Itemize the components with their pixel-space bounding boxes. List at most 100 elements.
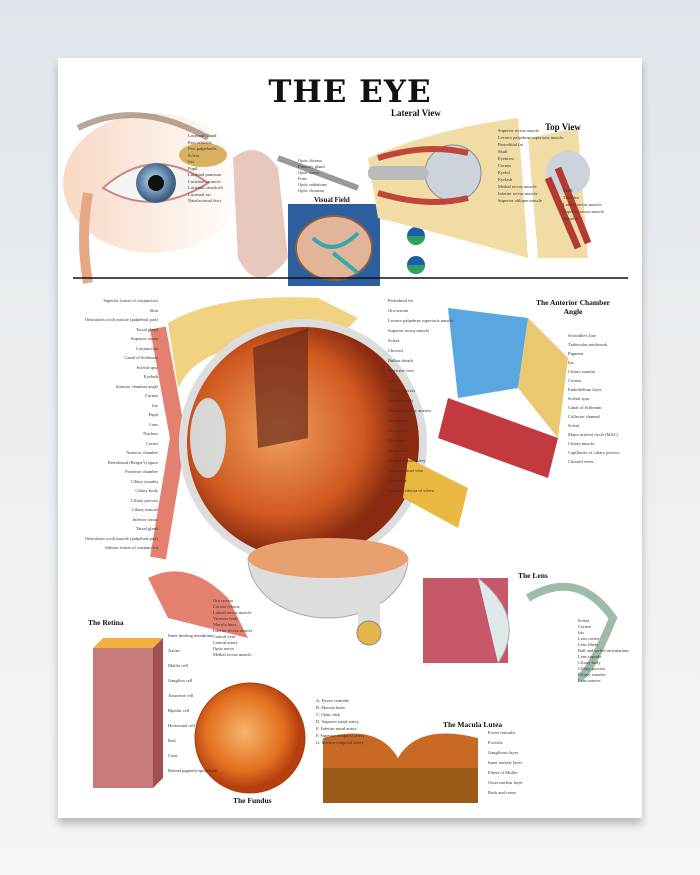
label-main_left: Cornea xyxy=(145,393,158,398)
label-retina: Rod xyxy=(168,738,176,743)
label-globe: Central vein xyxy=(213,634,236,639)
label-macula: Foveola xyxy=(488,740,503,745)
label-main_left: Retrolental (Berger's) space xyxy=(108,459,158,465)
label-fundus: F. Superior temporal artery xyxy=(316,733,365,738)
retina-block-illustration xyxy=(93,638,163,788)
label-main_left: Orbicularis oculi muscle (palpebral part… xyxy=(84,535,158,541)
label-lens: Ball and socket articulations xyxy=(578,648,630,653)
label-main_left: Conjunctiva xyxy=(136,345,158,351)
label-fundus: B. Macula lutea xyxy=(316,705,345,710)
anterior-chamber-illustration xyxy=(438,308,568,478)
lateral-view-illustration xyxy=(368,118,528,258)
label-fundus: E. Inferior nasal artery xyxy=(316,726,357,731)
label-external: Sclera xyxy=(188,152,200,158)
label-main_left: Iris xyxy=(152,402,158,408)
label-globe: Vitreous body xyxy=(213,616,239,621)
label-fundus: A. Fovea centralis xyxy=(316,698,349,703)
label-main_right: Ciliary process xyxy=(388,388,416,393)
label-main_left: Tarsal gland xyxy=(135,526,158,531)
label-main_right: Dura mater xyxy=(388,418,409,423)
label-main_left: Scleral spur xyxy=(136,364,158,370)
label-external: Lacrimal canaliculi xyxy=(188,185,223,190)
label-top: Annulus xyxy=(563,216,579,221)
label-main_right: Ora serrata xyxy=(388,308,408,313)
label-lateral: Levator palpebrae superioris muscle xyxy=(498,135,564,140)
label-main_right: Vitreous body xyxy=(388,398,414,403)
label-main_left: Ciliary muscle xyxy=(131,507,158,512)
label-main_left: Tarsal gland xyxy=(135,326,158,332)
label-globe: Medial rectus muscle xyxy=(213,652,252,657)
label-main_left: Inferior tarsus xyxy=(132,516,158,522)
label-main_left: Anterior chamber angle xyxy=(115,383,158,389)
label-external: Pupil xyxy=(188,165,198,171)
label-main_left: Eyelash xyxy=(143,374,158,379)
label-anterior: Trabecular meshwork xyxy=(568,342,608,347)
label-lateral: Periorbital fat xyxy=(498,142,523,147)
label-main_left: Nucleus xyxy=(143,431,158,436)
label-main_right: Levator palpebrae superioris muscle xyxy=(388,318,454,323)
anatomy-poster: THE EYE xyxy=(58,58,642,818)
label-main_left: Lens xyxy=(149,421,158,427)
label-main_right: Lamina cribrosa of sclera xyxy=(388,488,434,493)
label-globe: Lateral rectus muscle xyxy=(213,610,252,615)
label-lens: Lens cortex xyxy=(578,636,600,641)
label-anterior: Ciliary muscle xyxy=(568,441,595,446)
label-anterior: Collector channel xyxy=(568,414,600,419)
label-external: Nasolacrimal duct xyxy=(188,198,221,203)
label-visual: Pons xyxy=(298,176,307,181)
label-macula: Outer nuclear layer xyxy=(488,780,523,785)
label-lens: Ciliary body xyxy=(578,660,601,665)
lens-section-illustration xyxy=(423,577,618,682)
label-visual: Optic radiations xyxy=(298,182,327,187)
label-globe: Optic nerve xyxy=(213,646,235,651)
label-lateral: Inferior rectus muscle xyxy=(498,191,538,196)
macula-block-illustration xyxy=(323,733,478,803)
label-top: Trochlea xyxy=(563,195,579,200)
label-retina: Axons xyxy=(168,648,180,653)
label-retina: Muller cell xyxy=(168,663,188,668)
external-eye-illustration xyxy=(63,112,243,284)
label-visual: Optic chiasm xyxy=(298,158,322,163)
label-anterior: Endothelium layer xyxy=(568,387,602,392)
globe-section-illustration xyxy=(247,538,409,646)
label-lens: Iris xyxy=(578,630,584,635)
label-lens: Lens fibers xyxy=(578,642,599,647)
optic-nerve-illustration xyxy=(276,155,360,191)
lens-heading: The Lens xyxy=(518,571,548,580)
retina-heading: The Retina xyxy=(88,618,124,627)
label-lateral: Eyebrow xyxy=(498,156,515,161)
label-external: Lacrimal caruncle xyxy=(188,178,221,184)
label-top: Lateral rectus muscle xyxy=(563,202,602,207)
pons-illustration xyxy=(233,150,288,278)
label-lens: Sclera xyxy=(578,618,590,623)
top-view-illustration xyxy=(528,128,592,258)
label-main_left: Cortex xyxy=(145,440,158,446)
label-retina: Ganglion cell xyxy=(168,678,193,683)
label-main_right: Central retinal vein xyxy=(388,468,423,473)
label-anterior: Pigment xyxy=(568,351,584,356)
label-globe: Central artery xyxy=(213,640,238,645)
label-lateral: Eyelash xyxy=(498,177,513,182)
label-retina: Cone xyxy=(168,753,178,758)
label-anterior: Major arterial circle (MAC) xyxy=(568,432,619,437)
label-anterior: Schwalbe's line xyxy=(568,333,596,338)
label-anterior: Canal of Schlemm xyxy=(568,405,602,410)
label-lateral: Medial rectus muscle xyxy=(498,184,537,189)
label-lens: Lens sutures xyxy=(578,678,601,683)
label-anterior: Scleral spur xyxy=(568,396,590,401)
label-visual: Optic nerve xyxy=(298,170,320,175)
label-main_right: Pia mater xyxy=(388,438,406,443)
label-main_left: Skin xyxy=(149,307,158,313)
label-main_left: Inferior fornix of conjunctiva xyxy=(105,545,158,550)
label-main_left: Ciliary zonules xyxy=(130,478,158,484)
macula-heading: The Macula Lutea xyxy=(443,720,503,729)
label-lens: Cornea xyxy=(578,624,591,629)
label-main_right: Bulbar sheath xyxy=(388,358,413,363)
label-lateral: Cornea xyxy=(498,163,511,168)
label-macula: Ganglionic layer xyxy=(488,750,519,755)
label-external: Iris xyxy=(188,159,194,164)
label-macula: Fovea centralis xyxy=(488,730,516,735)
label-visual: Optic chiasma xyxy=(298,188,324,193)
eye-cross-section-illustration xyxy=(148,297,468,638)
label-anterior: Iris xyxy=(568,360,574,365)
